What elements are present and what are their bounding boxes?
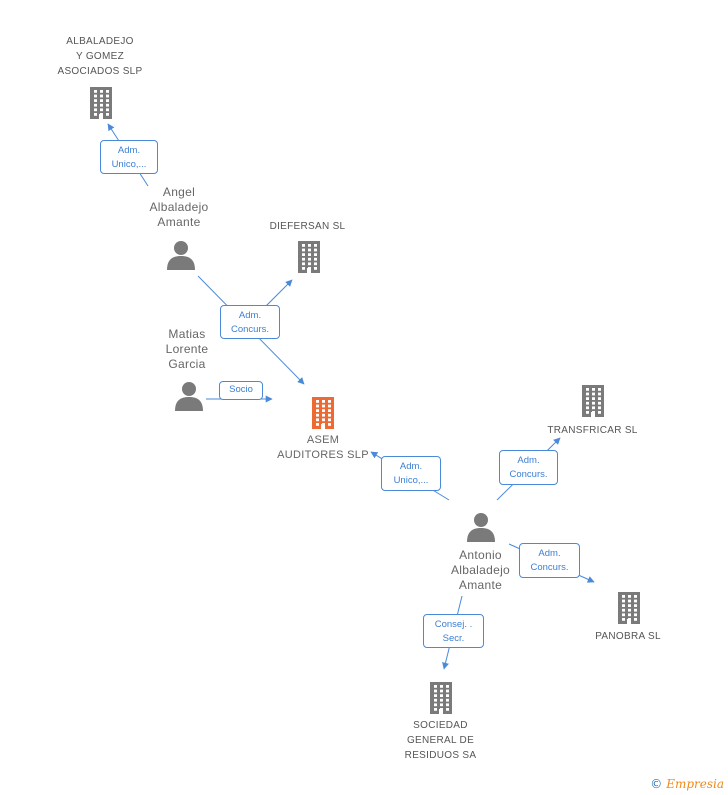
company-label: TRANSFRICAR SL [547, 425, 638, 436]
person-label: Antonio Albaladejo Amante [450, 548, 511, 592]
building-icon [312, 397, 334, 429]
person-label: Matias Lorente Garcia [165, 327, 209, 371]
company-label: SOCIEDAD GENERAL DE RESIDUOS SA [404, 720, 477, 761]
relation-adm-unico-angel[interactable]: Adm. Unico,... [100, 140, 158, 174]
relation-consej-secr-sociedad[interactable]: Consej. . Secr. [423, 614, 484, 648]
company-label: DIEFERSAN SL [269, 221, 346, 232]
empresia-logo: ©Empresia [650, 777, 724, 791]
relation-adm-concurs-transfricar[interactable]: Adm. Concurs. [499, 450, 558, 485]
copyright-symbol: © [650, 777, 663, 791]
brand-name: Empresia [666, 777, 724, 791]
building-icon [90, 87, 112, 119]
company-label: PANOBRA SL [595, 631, 661, 642]
relation-adm-concurs-panobra[interactable]: Adm. Concurs. [519, 543, 580, 578]
relation-adm-unico-antonio[interactable]: Adm. Unico,... [381, 456, 441, 491]
person-icon [467, 513, 495, 542]
person-label: Angel Albaladejo Amante [149, 185, 209, 229]
person-icon [167, 241, 195, 270]
building-icon [582, 385, 604, 417]
relation-adm-concurs-shared[interactable]: Adm. Concurs. [220, 305, 280, 339]
company-label: ALBALADEJO Y GOMEZ ASOCIADOS SLP [57, 36, 143, 77]
building-icon [298, 241, 320, 273]
building-icon [430, 682, 452, 714]
person-icon [175, 382, 203, 411]
relation-socio-matias[interactable]: Socio [219, 381, 263, 400]
company-label: ASEM AUDITORES SLP [277, 434, 369, 461]
building-icon [618, 592, 640, 624]
